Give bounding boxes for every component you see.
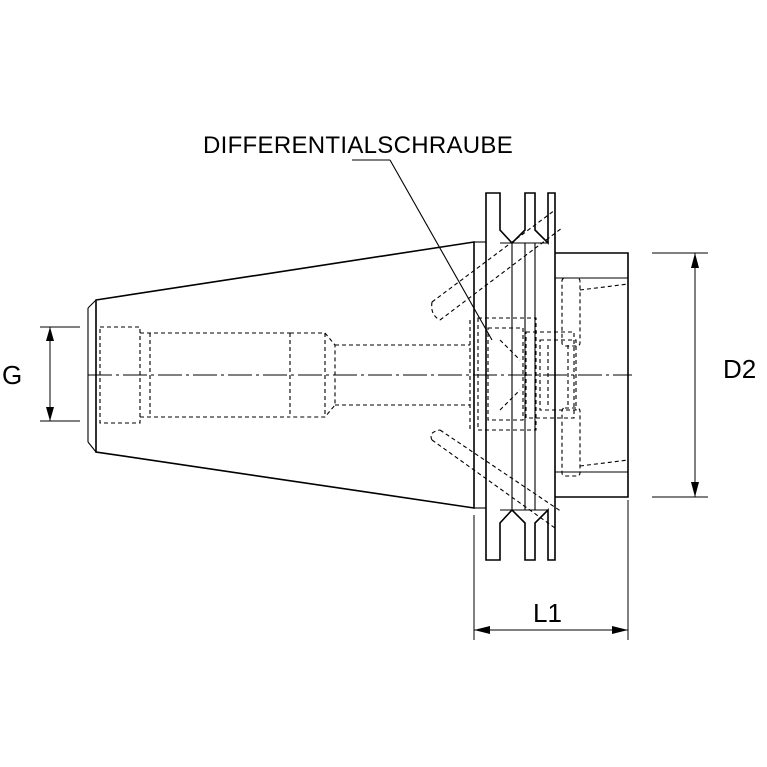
flange <box>474 192 556 561</box>
oblique-bores <box>430 209 563 529</box>
drive-keys <box>561 277 629 477</box>
dimension-d2 <box>652 252 708 498</box>
callout-leader <box>352 159 493 341</box>
dimension-d2-label: D2 <box>723 354 756 384</box>
dimension-g-label: G <box>2 360 22 390</box>
dimension-l1 <box>473 500 629 640</box>
dimension-l1-label: L1 <box>533 598 562 628</box>
thread-bore <box>99 320 471 430</box>
dimension-g <box>40 326 80 422</box>
differential-screw <box>477 317 577 431</box>
callout-label: DIFFERENTIALSCHRAUBE <box>203 132 513 159</box>
